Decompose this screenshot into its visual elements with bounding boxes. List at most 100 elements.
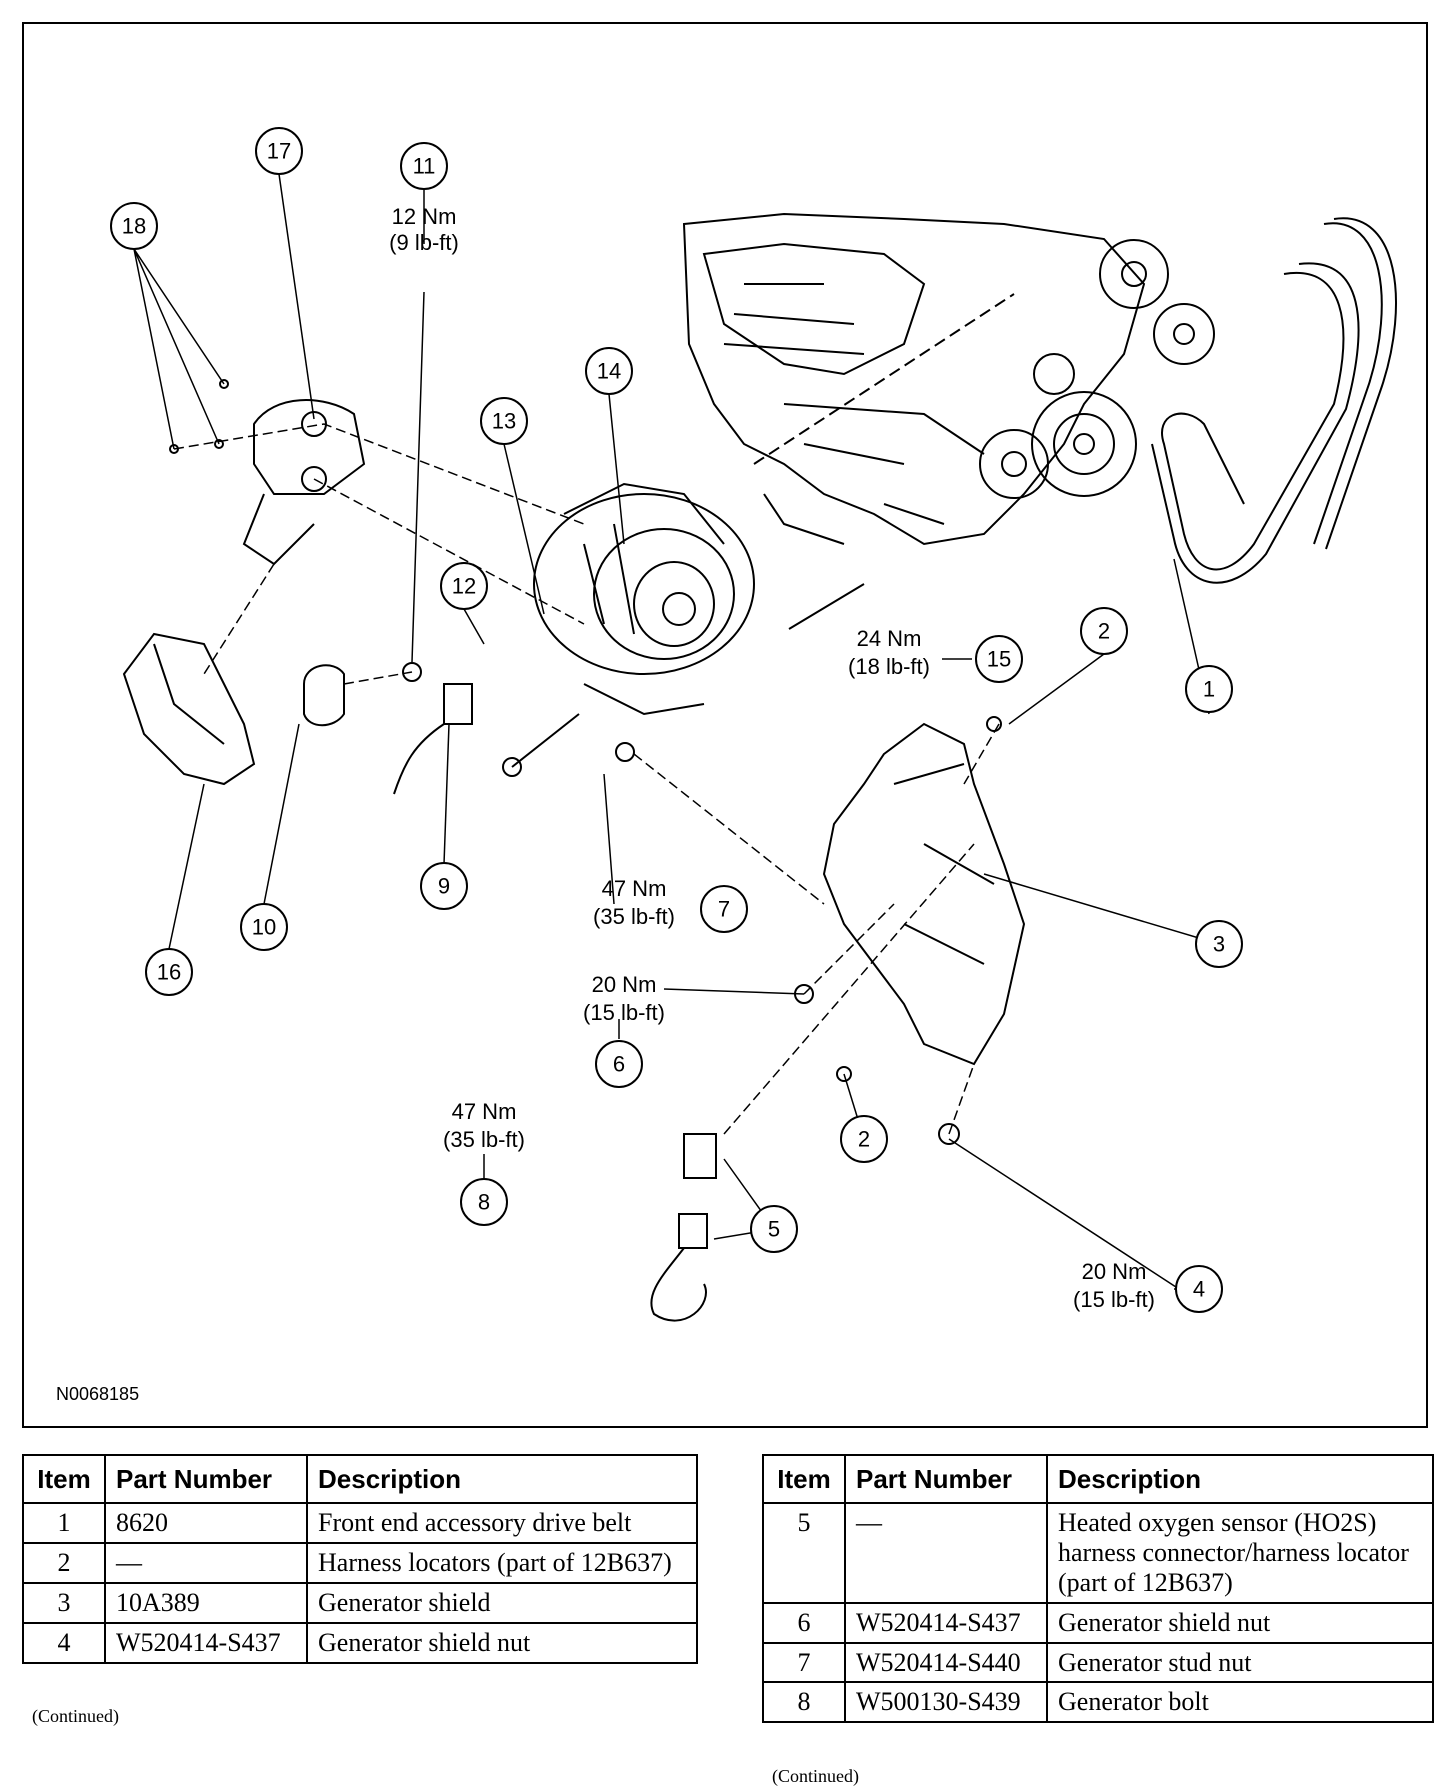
header-item: Item bbox=[762, 1454, 846, 1504]
part-3-shield-drawing bbox=[822, 722, 1026, 1066]
callout-circle-5 bbox=[750, 1205, 798, 1253]
cell-part-number: 8620 bbox=[104, 1502, 308, 1544]
table-row: 3 10A389 Generator shield bbox=[22, 1581, 698, 1624]
torque-4-nm: 20 Nm bbox=[1082, 1259, 1147, 1284]
figure-frame: 1 2 2 3 4 5 6 7 8 9 10 11 12 13 14 15 16… bbox=[22, 22, 1428, 1428]
cell-description: Generator shield bbox=[306, 1581, 698, 1624]
callout-circle-13 bbox=[480, 397, 528, 445]
callout-circle-15 bbox=[975, 635, 1023, 683]
callout-2a: 2 bbox=[1098, 619, 1110, 644]
cell-part-number: W500130-S439 bbox=[844, 1681, 1048, 1724]
table-row: 5 — Heated oxygen sensor (HO2S) harness … bbox=[762, 1502, 1434, 1604]
callout-18: 18 bbox=[122, 214, 146, 239]
callout-15: 15 bbox=[987, 647, 1011, 672]
dashed-assembly-lines bbox=[173, 423, 1000, 1135]
cell-part-number: 10A389 bbox=[104, 1581, 308, 1624]
torque-11-nm: 12 Nm bbox=[392, 204, 457, 229]
torque-8-lbft: (35 lb-ft) bbox=[443, 1127, 525, 1152]
cell-description: Heated oxygen sensor (HO2S) harness conn… bbox=[1046, 1502, 1434, 1604]
callout-14: 14 bbox=[597, 359, 621, 384]
part-17-cover-drawing bbox=[242, 399, 366, 566]
callout-10: 10 bbox=[252, 915, 276, 940]
header-item: Item bbox=[22, 1454, 106, 1504]
callout-1: 1 bbox=[1203, 677, 1215, 702]
cell-part-number: — bbox=[844, 1502, 1048, 1604]
engine-block-drawing bbox=[682, 212, 1215, 546]
table-header-row: Item Part Number Description bbox=[762, 1454, 1434, 1504]
cell-description: Generator stud nut bbox=[1046, 1641, 1434, 1684]
table-row: 7 W520414-S440 Generator stud nut bbox=[762, 1641, 1434, 1684]
continued-note-right: (Continued) bbox=[772, 1766, 859, 1786]
header-part-number: Part Number bbox=[104, 1454, 308, 1504]
callout-circle-2a bbox=[1080, 607, 1128, 655]
exploded-diagram: 1 2 2 3 4 5 6 7 8 9 10 11 12 13 14 15 16… bbox=[110, 127, 1397, 1322]
part-5-connector-drawing bbox=[650, 1133, 717, 1322]
callout-12: 12 bbox=[452, 574, 476, 599]
callout-circle-3 bbox=[1195, 920, 1243, 968]
table-header-row: Item Part Number Description bbox=[22, 1454, 698, 1504]
torque-11-lbft: (9 lb-ft) bbox=[389, 230, 459, 255]
cell-description: Generator shield nut bbox=[306, 1621, 698, 1664]
part-16-bracket-drawing bbox=[122, 632, 256, 786]
cell-description: Generator bolt bbox=[1046, 1681, 1434, 1724]
callout-circle-10 bbox=[240, 903, 288, 951]
table-row: 6 W520414-S437 Generator shield nut bbox=[762, 1601, 1434, 1644]
callout-circle-4 bbox=[1175, 1265, 1223, 1313]
callout-circle-8 bbox=[460, 1178, 508, 1226]
table-row: 8 W500130-S439 Generator bolt bbox=[762, 1681, 1434, 1724]
drive-belt-drawing bbox=[1151, 217, 1397, 584]
callout-circle-16 bbox=[145, 948, 193, 996]
header-description: Description bbox=[1046, 1454, 1434, 1504]
callout-17: 17 bbox=[267, 139, 291, 164]
leader-lines bbox=[133, 173, 1220, 1290]
torque-15-lbft: (18 lb-ft) bbox=[848, 654, 930, 679]
generator-drawing bbox=[533, 482, 755, 716]
callout-5: 5 bbox=[768, 1217, 780, 1242]
torque-8-nm: 47 Nm bbox=[452, 1099, 517, 1124]
header-part-number: Part Number bbox=[844, 1454, 1048, 1504]
callout-circles bbox=[110, 127, 1243, 1313]
part-9-connector-drawing bbox=[393, 683, 473, 795]
cell-part-number: W520414-S437 bbox=[104, 1621, 308, 1664]
cell-item: 7 bbox=[762, 1641, 846, 1684]
parts-table-left: Item Part Number Description 1 8620 Fron… bbox=[22, 1454, 698, 1664]
callout-6: 6 bbox=[613, 1052, 625, 1077]
callout-circle-6 bbox=[595, 1040, 643, 1088]
torque-4-lbft: (15 lb-ft) bbox=[1073, 1287, 1155, 1312]
callout-13: 13 bbox=[492, 409, 516, 434]
figure-id: N0068185 bbox=[56, 1384, 140, 1404]
cell-item: 8 bbox=[762, 1681, 846, 1724]
cell-item: 4 bbox=[22, 1621, 106, 1664]
cell-part-number: W520414-S440 bbox=[844, 1641, 1048, 1684]
header-description: Description bbox=[306, 1454, 698, 1504]
cell-item: 6 bbox=[762, 1601, 846, 1644]
callout-circle-9 bbox=[420, 862, 468, 910]
callout-4: 4 bbox=[1193, 1277, 1205, 1302]
cell-item: 3 bbox=[22, 1581, 106, 1624]
torque-6-lbft: (15 lb-ft) bbox=[583, 1000, 665, 1025]
torque-7-nm: 47 Nm bbox=[602, 876, 667, 901]
torque-6-nm: 20 Nm bbox=[592, 972, 657, 997]
parts-table-right: Item Part Number Description 5 — Heated … bbox=[762, 1454, 1434, 1724]
callout-circle-7 bbox=[700, 885, 748, 933]
cell-item: 2 bbox=[22, 1541, 106, 1584]
cell-description: Harness locators (part of 12B637) bbox=[306, 1541, 698, 1584]
torque-7-lbft: (35 lb-ft) bbox=[593, 904, 675, 929]
callout-2b: 2 bbox=[858, 1127, 870, 1152]
callout-3: 3 bbox=[1213, 932, 1225, 957]
callout-7: 7 bbox=[718, 897, 730, 922]
continued-note-left: (Continued) bbox=[32, 1706, 119, 1726]
callout-11: 11 bbox=[413, 154, 436, 179]
callout-circle-11 bbox=[400, 142, 448, 190]
table-row: 1 8620 Front end accessory drive belt bbox=[22, 1502, 698, 1544]
cell-description: Front end accessory drive belt bbox=[306, 1502, 698, 1544]
callout-8: 8 bbox=[478, 1190, 490, 1215]
part-10-cap-drawing bbox=[303, 664, 345, 727]
callout-circle-14 bbox=[585, 347, 633, 395]
cell-item: 5 bbox=[762, 1502, 846, 1604]
callout-circle-17 bbox=[255, 127, 303, 175]
cell-part-number: W520414-S437 bbox=[844, 1601, 1048, 1644]
cell-description: Generator shield nut bbox=[1046, 1601, 1434, 1644]
cell-part-number: — bbox=[104, 1541, 308, 1584]
callout-circle-1 bbox=[1185, 665, 1233, 713]
